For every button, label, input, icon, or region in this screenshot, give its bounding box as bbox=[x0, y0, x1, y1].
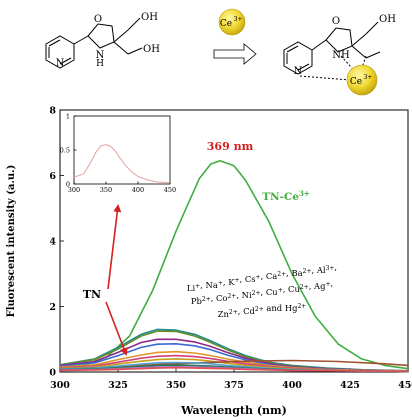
x-tick-label: 325 bbox=[108, 380, 128, 391]
x-tick-label: 350 bbox=[166, 380, 186, 391]
tn-arrow-to-curve bbox=[105, 301, 128, 356]
series-label-sup: 3+ bbox=[299, 189, 310, 198]
ce-charge: 3+ bbox=[234, 16, 243, 23]
ion-charge: + bbox=[256, 274, 261, 281]
ion-charge: 2+ bbox=[252, 290, 261, 297]
ions-line-2: Zn2+, Cd2+ and Hg2+ bbox=[218, 303, 307, 319]
ion-charge: + bbox=[195, 283, 200, 290]
inset-series-line bbox=[73, 144, 171, 184]
x-tick-label: 425 bbox=[340, 380, 360, 391]
ion-symbol: , Ba bbox=[286, 268, 302, 278]
inset-frame bbox=[73, 115, 171, 185]
reaction-scheme: N O N H OH OH Ce 3+ O N NH bbox=[45, 8, 396, 96]
ion-charge: + bbox=[325, 281, 330, 288]
ion-charge: + bbox=[234, 277, 239, 284]
ce-label: Ce bbox=[220, 19, 232, 29]
x-tick-label: 375 bbox=[224, 380, 244, 391]
inset-chart: 300 350 400 450 0 0.5 1 bbox=[60, 112, 177, 194]
y-tick-label: 1 bbox=[66, 112, 70, 120]
reaction-arrow bbox=[213, 43, 257, 65]
ion-symbol: , Cu bbox=[261, 287, 279, 297]
ce-ion-ball bbox=[218, 8, 246, 36]
tn-arrow-to-inset bbox=[107, 204, 122, 290]
ion-symbol: Pb bbox=[191, 296, 202, 306]
ion-symbol: , Ni bbox=[236, 290, 252, 300]
ion-symbol: Zn bbox=[218, 309, 230, 319]
ion-charge: 2+ bbox=[277, 271, 286, 278]
x-tick-label: 450 bbox=[164, 186, 176, 194]
x-tick-label: 400 bbox=[132, 186, 144, 194]
ion-symbol: Li bbox=[187, 283, 196, 293]
ion-charge: 2+ bbox=[227, 293, 236, 300]
series-label-tn-ce: TN-Ce3+ bbox=[262, 189, 310, 203]
ion-charge: 2+ bbox=[255, 306, 264, 313]
ion-charge: 3+ bbox=[326, 265, 335, 272]
ions-line-0: Li+, Na+, K+, Cs+, Ca2+, Ba2+, Al3+, bbox=[187, 262, 337, 293]
x-tick-label: 400 bbox=[282, 380, 302, 391]
series-line-0 bbox=[59, 160, 409, 370]
y-axis-label: Fluorescent intensity (a.u.) bbox=[6, 165, 17, 318]
x-tick-label: 300 bbox=[50, 380, 70, 391]
ion-symbol: , Cd bbox=[238, 306, 256, 316]
coordination-bond-n bbox=[299, 75, 351, 81]
y-tick-label: 2 bbox=[49, 302, 56, 313]
ion-charge: + bbox=[278, 287, 283, 294]
complex-nh-label: NH bbox=[332, 50, 350, 61]
ring-o-label: O bbox=[94, 14, 102, 25]
nh-h-label: H bbox=[96, 59, 104, 69]
pyridine-n-label: N bbox=[56, 58, 65, 69]
coordination-bond-nh bbox=[340, 55, 353, 69]
ion-symbol: , Na bbox=[200, 280, 218, 290]
complex-ring-o-label: O bbox=[332, 16, 340, 27]
complex-pyridine-n-label: N bbox=[294, 66, 303, 77]
x-tick-label: 350 bbox=[100, 186, 112, 194]
series-label-text: TN-Ce bbox=[262, 191, 299, 203]
interfering-ions-label: Li+, Na+, K+, Cs+, Ca2+, Ba2+, Al3+,Pb2+… bbox=[187, 262, 337, 319]
complex-ce-ion-ball bbox=[346, 64, 378, 96]
series-line-12 bbox=[59, 366, 409, 373]
axis-ticks: 300 325 350 375 400 425 450 0 2 4 6 8 bbox=[49, 105, 412, 391]
ion-symbol: , Cu bbox=[283, 284, 301, 294]
ion-symbol: , Cs bbox=[240, 274, 256, 284]
x-axis-label: Wavelength (nm) bbox=[180, 404, 287, 417]
tn-label: TN bbox=[83, 288, 101, 301]
y-tick-label: 0 bbox=[66, 180, 70, 188]
nh-n-label: N bbox=[96, 50, 105, 61]
ion-charge: 2+ bbox=[297, 303, 306, 310]
y-tick-label: 0 bbox=[49, 367, 56, 378]
ions-line-1: Pb2+, Co2+, Ni2+, Cu+, Cu2+, Ag+, bbox=[191, 278, 333, 306]
ion-charge: 2+ bbox=[300, 284, 309, 291]
y-tick-label: 8 bbox=[49, 105, 56, 116]
ion-symbol: , K bbox=[223, 277, 235, 287]
ion-symbol: , Ag bbox=[309, 281, 326, 291]
ion-symbol: , bbox=[330, 278, 333, 288]
ion-symbol: , bbox=[334, 262, 337, 272]
inset-axis-ticks: 300 350 400 450 0 0.5 1 bbox=[60, 112, 177, 194]
y-tick-label: 0.5 bbox=[60, 146, 70, 154]
complex-oh-label: OH bbox=[379, 14, 396, 25]
ion-charge: 2+ bbox=[229, 309, 238, 316]
complex-ce-charge: 3+ bbox=[364, 74, 373, 81]
x-tick-label: 450 bbox=[398, 380, 412, 391]
y-tick-label: 6 bbox=[49, 171, 56, 182]
main-chart: 300 325 350 375 400 425 450 0 2 4 6 8 Wavelength (n… bbox=[6, 105, 412, 417]
complex-molecule bbox=[283, 21, 381, 81]
complex-ce-label: Ce bbox=[350, 77, 362, 87]
ion-symbol: , Al bbox=[312, 265, 326, 275]
x-tick-label: 300 bbox=[68, 186, 80, 194]
ion-charge: + bbox=[218, 280, 223, 287]
series-line-0 bbox=[73, 144, 171, 184]
oh-label-2: OH bbox=[143, 44, 160, 55]
peak-label: 369 nm bbox=[207, 140, 254, 153]
ion-symbol: , Ca bbox=[261, 271, 278, 281]
ion-charge: 2+ bbox=[202, 296, 211, 303]
ion-symbol: and Hg bbox=[264, 303, 298, 313]
y-tick-label: 4 bbox=[49, 236, 56, 247]
ion-charge: 2+ bbox=[303, 268, 312, 275]
ion-symbol: , Co bbox=[211, 293, 228, 303]
oh-label-1: OH bbox=[141, 12, 158, 23]
ligand-molecule bbox=[45, 17, 143, 69]
